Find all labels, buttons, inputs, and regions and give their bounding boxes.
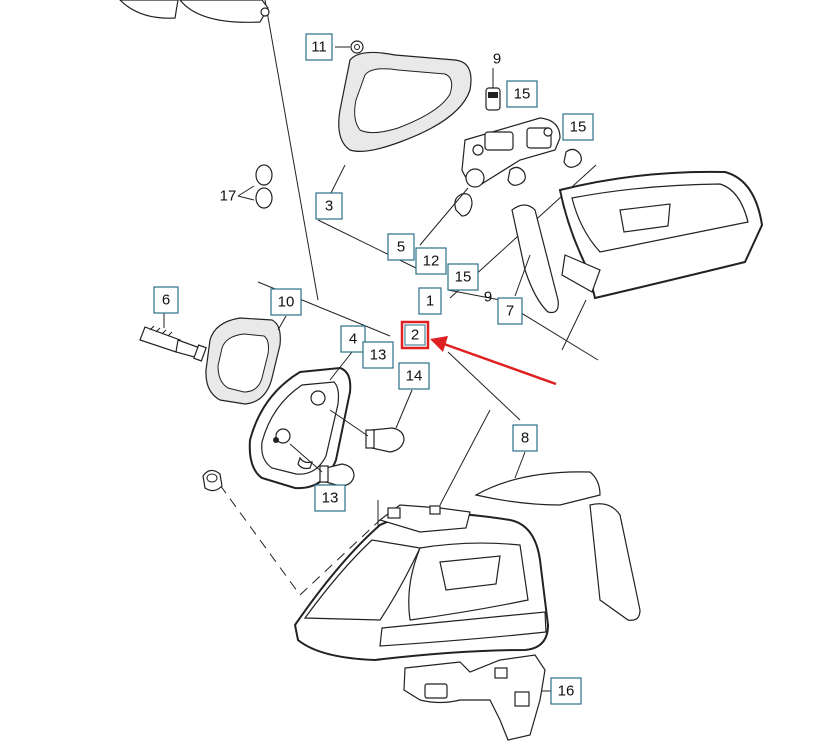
callout-11: 11: [305, 33, 333, 61]
callout-5: 5: [387, 233, 415, 261]
callout-15-c: 15: [447, 263, 479, 291]
callout-15-a: 15: [506, 80, 538, 108]
svg-text:13: 13: [370, 347, 387, 364]
callout-6: 6: [153, 286, 179, 314]
svg-text:15: 15: [455, 269, 472, 286]
callout-7: 7: [497, 297, 523, 325]
svg-text:1: 1: [426, 293, 434, 310]
grommet: [202, 469, 223, 492]
svg-text:13: 13: [322, 490, 339, 507]
outer-seal: [474, 451, 641, 621]
upper-gasket: [329, 51, 472, 196]
svg-text:6: 6: [162, 292, 170, 309]
mounting-bracket: [403, 654, 552, 741]
top-fragment: [119, 0, 270, 23]
lower-bulb-carrier: [248, 351, 353, 490]
callout-9-mid: 9: [484, 289, 492, 306]
callout-3: 3: [315, 192, 343, 220]
callout-9-top: 9: [493, 51, 501, 68]
outer-tail-lamp: [293, 504, 550, 662]
callout-1: 1: [418, 287, 442, 315]
bulbs: [289, 389, 413, 488]
adjusting-screw: [139, 312, 207, 362]
nut-part: [335, 40, 364, 54]
svg-text:15: 15: [514, 86, 531, 103]
svg-text:7: 7: [506, 303, 514, 320]
callout-10: 10: [270, 288, 302, 316]
o-rings: [237, 164, 273, 209]
svg-text:14: 14: [406, 368, 423, 385]
svg-text:3: 3: [325, 198, 333, 215]
callout-17: 17: [220, 188, 237, 205]
callout-2-highlighted[interactable]: 2: [400, 320, 430, 350]
highlight-arrow: [430, 336, 557, 386]
svg-text:11: 11: [311, 39, 327, 56]
svg-text:12: 12: [423, 253, 440, 270]
svg-text:10: 10: [278, 294, 295, 311]
callout-15-b: 15: [562, 113, 594, 141]
bulb-socket-top: [485, 68, 501, 111]
callout-13-b: 13: [314, 484, 346, 512]
svg-text:8: 8: [521, 430, 529, 447]
callout-14: 14: [398, 362, 430, 390]
svg-text:9: 9: [484, 289, 492, 306]
svg-text:16: 16: [558, 683, 575, 700]
callout-16: 16: [550, 677, 582, 705]
svg-text:4: 4: [349, 331, 357, 348]
callout-4: 4: [340, 325, 366, 353]
svg-text:5: 5: [397, 239, 405, 256]
callout-8: 8: [512, 424, 538, 452]
callout-13-a: 13: [362, 341, 394, 369]
upper-bulb-carrier: [419, 117, 582, 246]
svg-text:2: 2: [411, 327, 419, 344]
svg-text:17: 17: [220, 188, 237, 205]
svg-text:15: 15: [570, 119, 587, 136]
inner-tail-lamp: [511, 170, 764, 314]
callout-12: 12: [415, 247, 447, 275]
svg-text:9: 9: [493, 51, 501, 68]
lower-gasket: [205, 315, 287, 405]
